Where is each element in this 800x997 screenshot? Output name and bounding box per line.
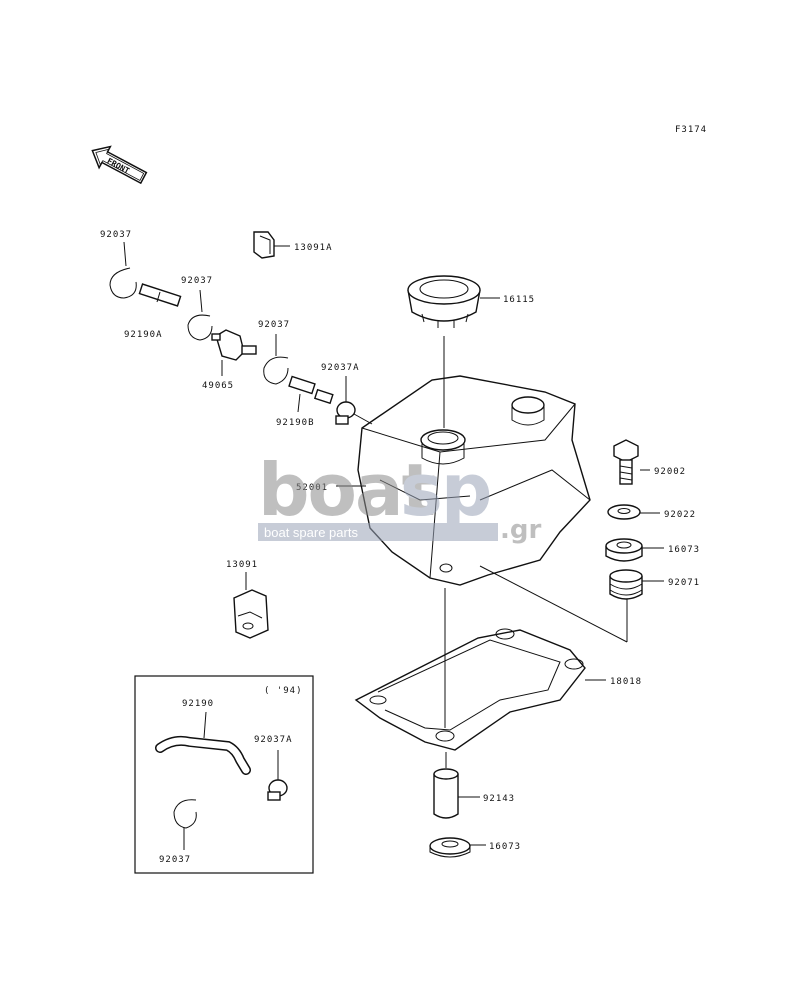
check-valve [211,329,257,361]
hose-92190A [138,283,182,307]
callout-92190A: 92190A [124,330,163,340]
inset-box [134,675,314,874]
callout-92037: 92037 [181,276,213,286]
callout-18018: 18018 [610,677,642,687]
callout-92037A: 92037A [321,363,360,373]
callout-92037: 92037 [258,320,290,330]
callout-92037: 92037 [159,855,191,865]
clip-13091A [253,231,275,259]
callout-13091: 13091 [226,560,258,570]
fuel-cap [407,275,481,328]
callout-92190: 92190 [182,699,214,709]
tank-tray [354,628,586,751]
callout-13091A: 13091A [294,243,333,253]
callout-92022: 92022 [664,510,696,520]
watermark-domain: .gr [500,515,541,545]
circlip-4 [173,799,197,829]
callout-92037A: 92037A [254,735,293,745]
grommet-upper [605,538,643,562]
watermark-brand-b: sp [400,448,490,532]
callout-16115: 16115 [503,295,535,305]
front-arrow-icon: FRONT [91,145,148,185]
hose-92190 [155,735,251,775]
circlip-1 [109,267,137,299]
callout-52001: 52001 [296,483,328,493]
watermark-logo: boat sp .gr boat spare parts [258,448,541,545]
inset-year-label: ( '94) [264,686,303,696]
callout-92190B: 92190B [276,418,315,428]
hose-clamp-1 [335,401,356,425]
circlip-2 [187,314,213,341]
bolt [613,439,639,485]
damper-13091 [233,589,269,639]
figure-code: F3174 [675,125,707,135]
hose-clamp-2 [267,779,288,801]
grommet-bottom [429,837,471,858]
damper-rubber [609,569,643,600]
callout-49065: 49065 [202,381,234,391]
hose-92190B [288,375,334,405]
callout-16073: 16073 [668,545,700,555]
washer [607,504,641,520]
spacer-collar [433,768,459,819]
circlip-3 [263,356,289,385]
callout-92002: 92002 [654,467,686,477]
watermark-tagline: boat spare parts [264,525,358,540]
callout-92143: 92143 [483,794,515,804]
callout-92037: 92037 [100,230,132,240]
callout-92071: 92071 [668,578,700,588]
callout-16073: 16073 [489,842,521,852]
watermark-brand-a: boat [258,448,435,532]
